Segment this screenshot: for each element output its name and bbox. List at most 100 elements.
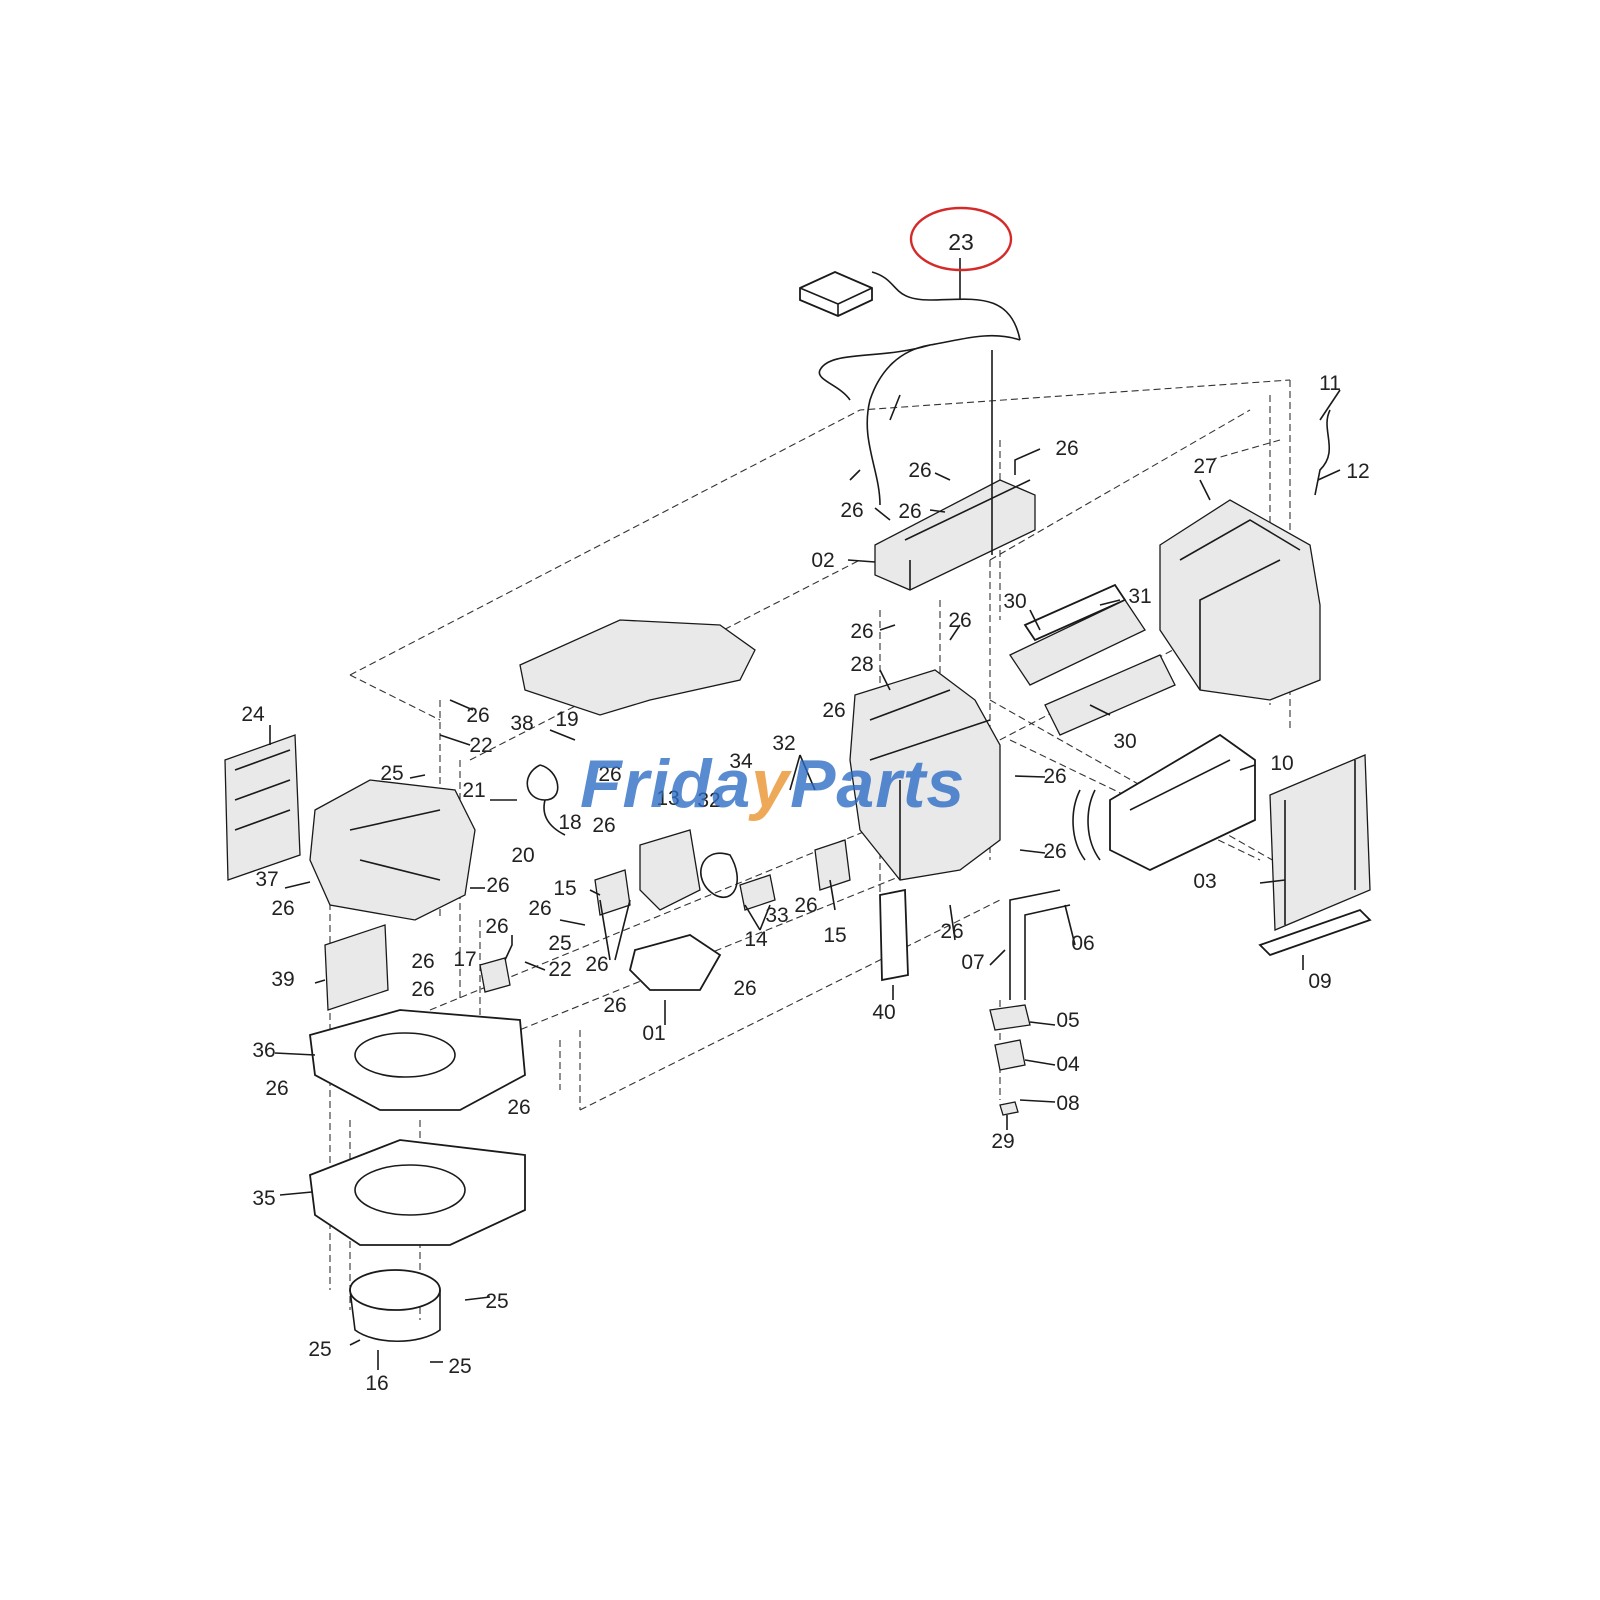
label-21[interactable]: 21 — [462, 779, 485, 802]
label-26[interactable]: 26 — [940, 920, 963, 943]
label-26[interactable]: 26 — [271, 897, 294, 920]
label-25[interactable]: 25 — [308, 1338, 331, 1361]
part-05-block[interactable] — [989, 1004, 1031, 1031]
part-13-actuator[interactable] — [639, 829, 739, 911]
part-37-intake-housing[interactable] — [309, 779, 476, 921]
label-23[interactable]: 23 — [948, 229, 974, 255]
part-01-case[interactable] — [629, 934, 722, 991]
label-36[interactable]: 36 — [252, 1039, 275, 1062]
label-20[interactable]: 20 — [511, 844, 534, 867]
label-26[interactable]: 26 — [733, 977, 756, 1000]
part-30-filter-lower[interactable] — [1044, 654, 1176, 736]
label-26[interactable]: 26 — [592, 814, 615, 837]
label-26[interactable]: 26 — [908, 459, 931, 482]
part-06-pipe[interactable] — [1009, 889, 1071, 1000]
label-24[interactable]: 24 — [241, 703, 265, 726]
label-34[interactable]: 34 — [729, 750, 753, 773]
label-32[interactable]: 32 — [697, 789, 720, 812]
label-28[interactable]: 28 — [850, 653, 873, 676]
label-31[interactable]: 31 — [1128, 585, 1151, 608]
label-37[interactable]: 37 — [255, 868, 278, 891]
label-12[interactable]: 12 — [1346, 460, 1369, 483]
part-02-duct[interactable] — [874, 479, 1036, 591]
label-26[interactable]: 26 — [822, 699, 845, 722]
label-15[interactable]: 15 — [823, 924, 846, 947]
label-26[interactable]: 26 — [265, 1077, 288, 1100]
label-15[interactable]: 15 — [553, 877, 576, 900]
label-25[interactable]: 25 — [485, 1290, 508, 1313]
label-17[interactable]: 17 — [453, 948, 476, 971]
label-19[interactable]: 19 — [555, 708, 578, 731]
label-05[interactable]: 05 — [1056, 1009, 1079, 1032]
part-29-sensor[interactable] — [999, 1101, 1019, 1116]
part-12-sensor[interactable] — [1314, 409, 1331, 496]
label-26[interactable]: 26 — [1055, 437, 1078, 460]
part-18-link[interactable] — [526, 764, 559, 801]
label-11[interactable]: 11 — [1319, 372, 1341, 395]
label-26[interactable]: 26 — [948, 609, 971, 632]
label-29[interactable]: 29 — [991, 1130, 1014, 1153]
label-26[interactable]: 26 — [840, 499, 863, 522]
label-22[interactable]: 22 — [469, 734, 492, 757]
label-26[interactable]: 26 — [850, 620, 873, 643]
label-26[interactable]: 26 — [1043, 840, 1066, 863]
label-26[interactable]: 26 — [1043, 765, 1066, 788]
label-18[interactable]: 18 — [558, 811, 581, 834]
label-06[interactable]: 06 — [1071, 932, 1094, 955]
label-35[interactable]: 35 — [252, 1187, 275, 1210]
part-19-rod[interactable] — [549, 729, 576, 741]
part-23-controller-harness[interactable] — [799, 271, 1021, 506]
label-26[interactable]: 26 — [486, 874, 509, 897]
label-26[interactable]: 26 — [794, 894, 817, 917]
part-20-wire[interactable] — [543, 799, 566, 836]
label-10[interactable]: 10 — [1270, 752, 1293, 775]
label-26[interactable]: 26 — [507, 1096, 530, 1119]
label-26[interactable]: 26 — [528, 897, 551, 920]
label-32[interactable]: 32 — [772, 732, 795, 755]
label-26[interactable]: 26 — [411, 978, 434, 1001]
label-25[interactable]: 25 — [548, 932, 571, 955]
label-01[interactable]: 01 — [642, 1022, 665, 1045]
label-04[interactable]: 04 — [1056, 1053, 1080, 1076]
part-27-housing[interactable] — [1159, 499, 1321, 701]
label-38[interactable]: 38 — [510, 712, 533, 735]
label-27[interactable]: 27 — [1193, 455, 1216, 478]
part-39-filter[interactable] — [324, 924, 389, 1011]
label-07[interactable]: 07 — [961, 951, 984, 974]
part-04-valve[interactable] — [994, 1039, 1026, 1071]
label-25[interactable]: 25 — [448, 1355, 471, 1378]
label-30[interactable]: 30 — [1003, 590, 1026, 613]
part-03-heater-core[interactable] — [1269, 754, 1371, 931]
label-26[interactable]: 26 — [585, 953, 608, 976]
label-16[interactable]: 16 — [365, 1372, 388, 1395]
part-top-cover[interactable] — [519, 619, 756, 716]
label-26[interactable]: 26 — [598, 763, 621, 786]
label-39[interactable]: 39 — [271, 968, 294, 991]
part-17-resistor[interactable] — [479, 957, 511, 993]
label-13[interactable]: 13 — [656, 787, 679, 810]
part-28-heater-core-housing[interactable] — [849, 669, 1001, 881]
label-33[interactable]: 33 — [765, 904, 788, 927]
label-02[interactable]: 02 — [811, 549, 834, 572]
part-09-bracket[interactable] — [1258, 908, 1372, 957]
part-24-filter-cover[interactable] — [224, 734, 301, 881]
part-14-part[interactable] — [739, 874, 776, 911]
label-40[interactable]: 40 — [872, 1001, 895, 1024]
part-15-actuator-left[interactable] — [594, 869, 631, 916]
label-14[interactable]: 14 — [744, 928, 768, 951]
part-30-filter-upper[interactable] — [1009, 599, 1146, 686]
label-26[interactable]: 26 — [898, 500, 921, 523]
label-25[interactable]: 25 — [380, 762, 403, 785]
label-09[interactable]: 09 — [1308, 970, 1331, 993]
label-26[interactable]: 26 — [411, 950, 434, 973]
part-16-blower-motor[interactable] — [349, 1269, 441, 1343]
part-40-seal[interactable] — [879, 888, 909, 982]
part-10-evaporator[interactable] — [1072, 733, 1256, 872]
part-36-blower-upper[interactable] — [309, 1009, 526, 1111]
label-26[interactable]: 26 — [603, 994, 626, 1017]
label-03[interactable]: 03 — [1193, 870, 1216, 893]
label-26[interactable]: 26 — [485, 915, 508, 938]
part-35-blower-lower[interactable] — [309, 1139, 526, 1246]
label-22[interactable]: 22 — [548, 958, 571, 981]
part-15-actuator-right[interactable] — [814, 839, 851, 891]
